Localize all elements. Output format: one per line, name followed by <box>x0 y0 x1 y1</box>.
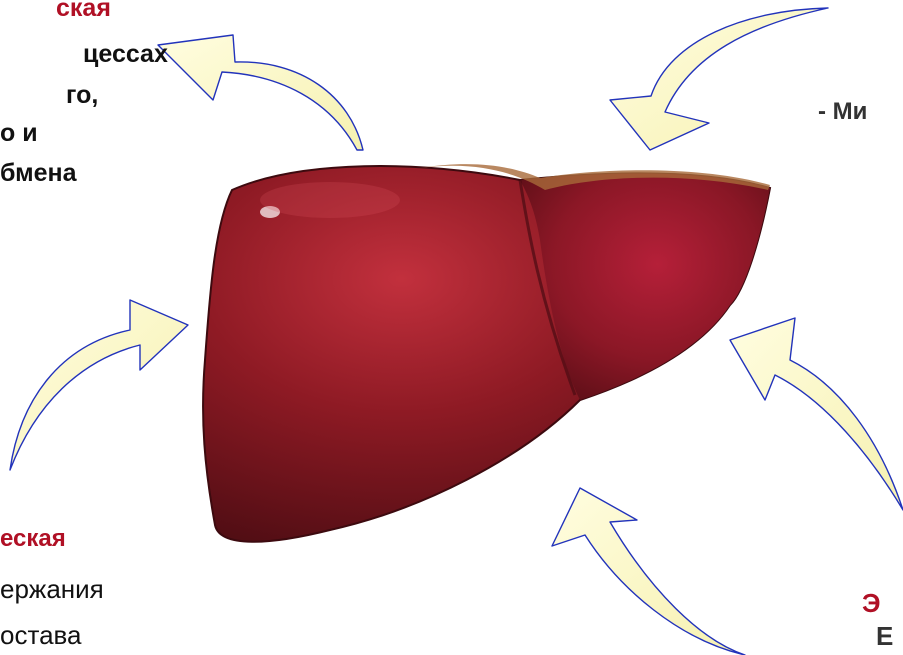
bottom-right-sub: Е <box>876 623 893 649</box>
top-left-line-3: о и <box>0 121 38 146</box>
arrow-right-icon <box>730 318 903 510</box>
top-left-line-2: го, <box>66 83 98 108</box>
top-right-text: - Ми <box>818 100 867 124</box>
bottom-right-heading: Э <box>862 590 881 616</box>
arrow-bottom-icon <box>552 488 745 655</box>
arrow-top-left-icon <box>158 35 363 150</box>
arrow-left-icon <box>10 300 188 470</box>
arrow-top-right-icon <box>610 8 828 150</box>
bottom-left-line-1: ержания <box>0 576 104 602</box>
liver-icon <box>203 164 770 542</box>
bottom-left-line-2: остава <box>0 622 82 648</box>
top-left-line-1: цессах <box>83 42 168 67</box>
top-left-line-4: бмена <box>0 161 77 186</box>
bottom-left-heading: еская <box>0 527 66 551</box>
top-left-heading: ская <box>56 0 111 21</box>
